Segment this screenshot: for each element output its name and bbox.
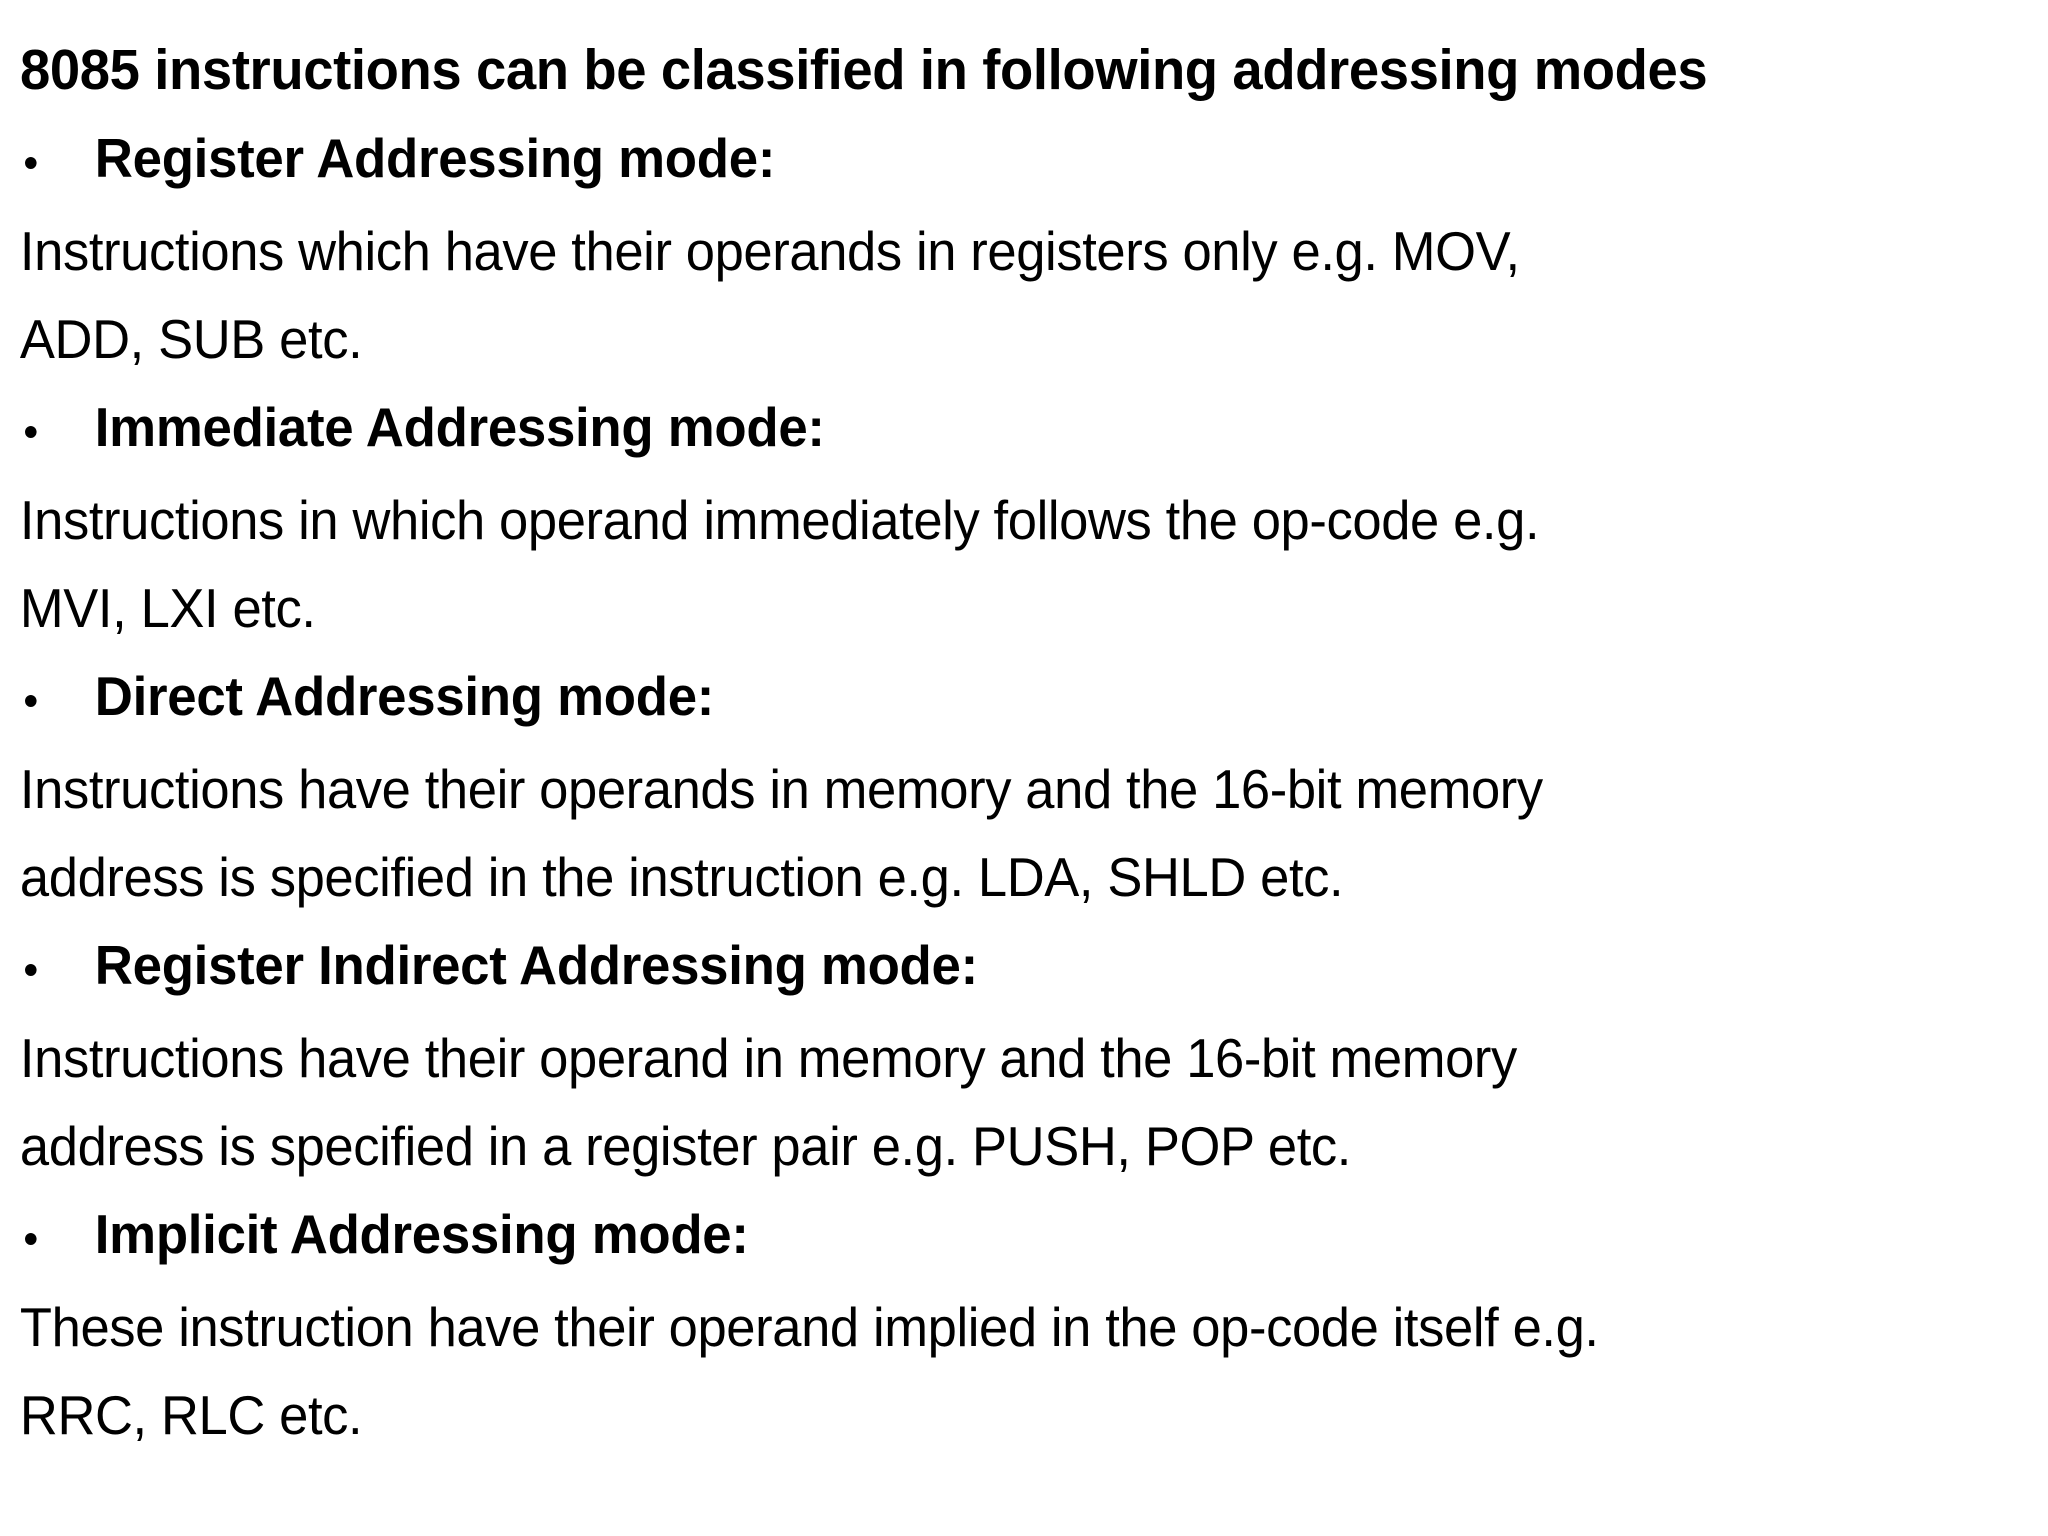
body-line: Instructions have their operands in memo… [19,758,1543,820]
body-line: These instruction have their operand imp… [19,1296,1599,1358]
bullet-heading-immediate: • Immediate Addressing mode: [18,383,1950,476]
slide-content: 8085 instructions can be classified in f… [18,26,2030,1459]
mode-body-register: Instructions which have their operands i… [18,207,1939,383]
body-line: RRC, RLC etc. [19,1384,363,1446]
mode-heading-label: Register Addressing mode: [94,127,776,189]
mode-heading-label: Immediate Addressing mode: [94,396,825,458]
body-line: address is specified in a register pair … [19,1115,1352,1177]
bullet-heading-register: • Register Addressing mode: [18,114,1950,207]
bullet-heading-direct: • Direct Addressing mode: [18,652,1950,745]
mode-heading-label: Direct Addressing mode: [94,665,715,727]
body-line: address is specified in the instruction … [19,846,1344,908]
bullet-heading-implicit: • Implicit Addressing mode: [18,1190,1950,1283]
bullet-icon: • [23,139,38,186]
body-line: Instructions have their operand in memor… [19,1027,1517,1089]
mode-heading-label: Register Indirect Addressing mode: [94,934,978,996]
page-title: 8085 instructions can be classified in f… [20,38,1708,102]
mode-heading-label: Implicit Addressing mode: [94,1203,749,1265]
bullet-icon: • [23,1215,38,1262]
list-item: • Direct Addressing mode: Instructions h… [18,652,2030,921]
bullet-icon: • [23,408,38,455]
body-line: Instructions in which operand immediatel… [19,489,1540,551]
body-line: Instructions which have their operands i… [19,220,1520,282]
mode-body-register-indirect: Instructions have their operand in memor… [18,1014,1939,1190]
bullet-heading-register-indirect: • Register Indirect Addressing mode: [18,921,1950,1014]
bullet-icon: • [23,677,38,724]
bullet-icon: • [23,946,38,993]
list-item: • Immediate Addressing mode: Instruction… [18,383,2030,652]
mode-body-immediate: Instructions in which operand immediatel… [18,476,1939,652]
list-item: • Implicit Addressing mode: These instru… [18,1190,2030,1459]
body-line: MVI, LXI etc. [19,577,316,639]
mode-body-direct: Instructions have their operands in memo… [18,745,1939,921]
body-line: ADD, SUB etc. [19,308,363,370]
list-item: • Register Addressing mode: Instructions… [18,114,2030,383]
mode-body-implicit: These instruction have their operand imp… [18,1283,1939,1459]
list-item: • Register Indirect Addressing mode: Ins… [18,921,2030,1190]
